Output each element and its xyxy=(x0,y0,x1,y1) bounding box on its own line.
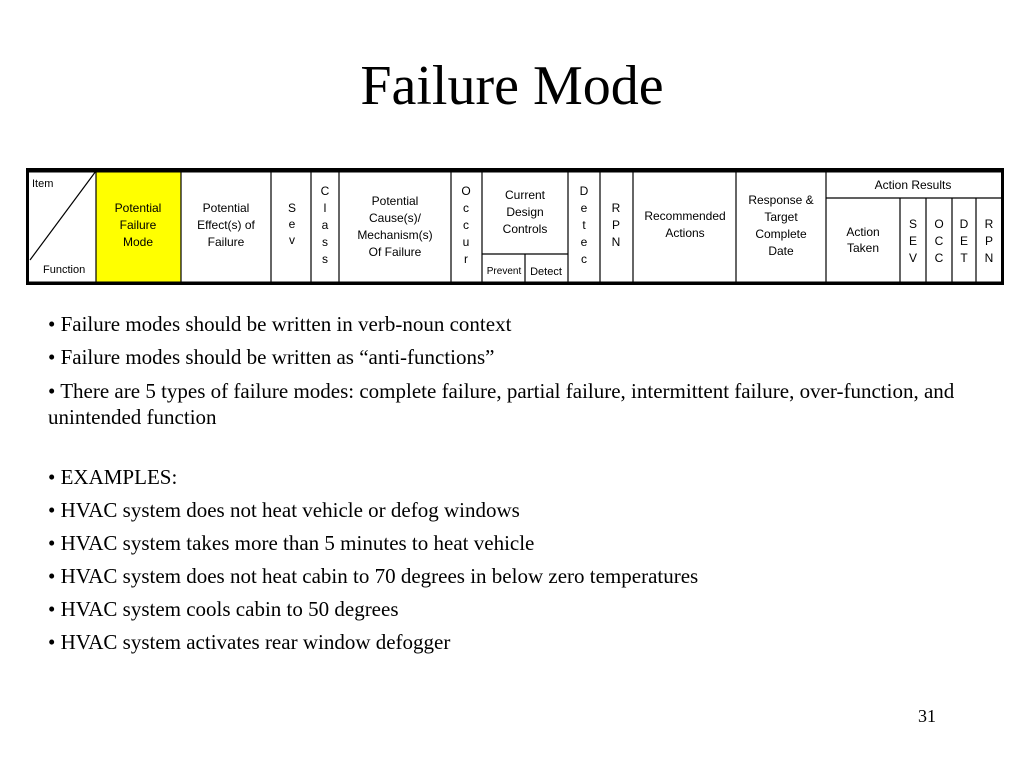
result-sev-header: S xyxy=(909,217,917,231)
function-label: Function xyxy=(43,264,85,276)
potential-effects-header: Failure xyxy=(208,235,245,249)
class-header: C xyxy=(321,184,330,198)
result-sev-header: E xyxy=(909,234,917,248)
slide-title: Failure Mode xyxy=(360,55,664,117)
potential-effects-header: Effect(s) of xyxy=(197,218,255,232)
class-header: a xyxy=(322,218,329,232)
item-label: Item xyxy=(32,178,53,190)
bullet-verb-noun: • Failure modes should be written in ver… xyxy=(48,312,512,336)
class-header: s xyxy=(322,252,328,266)
bullet-example-5: • HVAC system activates rear window defo… xyxy=(48,630,451,654)
detec-header: e xyxy=(581,235,588,249)
response-target-date-header: Complete xyxy=(755,227,807,241)
potential-causes-header: Cause(s)/ xyxy=(369,211,422,225)
action-taken-header: Taken xyxy=(847,241,879,255)
bullet-example-2: • HVAC system takes more than 5 minutes … xyxy=(48,531,535,555)
occur-header: u xyxy=(463,235,470,249)
occur-header: c xyxy=(463,218,469,232)
result-det-header: D xyxy=(960,217,969,231)
bullet-example-1: • HVAC system does not heat vehicle or d… xyxy=(48,498,520,522)
potential-causes-header: Potential xyxy=(372,194,419,208)
current-controls-header: Current xyxy=(505,188,546,202)
prevent-header: Prevent xyxy=(487,266,522,277)
detec-header: D xyxy=(580,184,589,198)
class-header: l xyxy=(324,201,327,215)
response-target-date-header: Response & xyxy=(748,193,813,207)
result-det-header: T xyxy=(960,251,968,265)
current-controls-header: Controls xyxy=(503,222,548,236)
bullet-examples-heading: • EXAMPLES: xyxy=(48,465,178,489)
potential-failure-mode-header: Potential xyxy=(115,201,162,215)
failure-mode-highlight xyxy=(96,171,181,283)
recommended-actions-header: Recommended xyxy=(644,209,725,223)
response-target-date-header: Date xyxy=(768,244,794,258)
result-occ-header: O xyxy=(934,217,943,231)
class-header: s xyxy=(322,235,328,249)
potential-causes-header: Mechanism(s) xyxy=(357,228,432,242)
bullet-anti-functions: • Failure modes should be written as “an… xyxy=(48,345,495,369)
potential-failure-mode-header: Failure xyxy=(120,218,157,232)
bullet-failure-types: • There are 5 types of failure modes: co… xyxy=(48,379,955,429)
potential-failure-mode-header: Mode xyxy=(123,235,153,249)
result-rpn-header: P xyxy=(985,234,993,248)
page-number: 31 xyxy=(918,706,936,726)
potential-effects-header: Potential xyxy=(203,201,250,215)
result-rpn-header: R xyxy=(985,217,994,231)
result-sev-header: V xyxy=(909,251,917,265)
occur-header: c xyxy=(463,201,469,215)
sev-header: e xyxy=(289,217,296,231)
action-taken-header: Action xyxy=(846,225,879,239)
occur-header: r xyxy=(464,252,468,266)
bullet-example-3: • HVAC system does not heat cabin to 70 … xyxy=(48,564,699,588)
current-controls-header: Design xyxy=(506,205,543,219)
result-occ-header: C xyxy=(935,251,944,265)
detec-header: c xyxy=(581,252,587,266)
detect-header: Detect xyxy=(530,266,562,278)
result-rpn-header: N xyxy=(985,251,994,265)
action-results-header: Action Results xyxy=(875,178,952,192)
bullet-list: • Failure modes should be written in ver… xyxy=(48,308,988,659)
result-occ-header: C xyxy=(935,234,944,248)
detec-header: t xyxy=(582,218,586,232)
rpn-header: R xyxy=(612,201,621,215)
response-target-date-header: Target xyxy=(764,210,798,224)
rpn-header: P xyxy=(612,218,620,232)
potential-causes-header: Of Failure xyxy=(369,245,422,259)
sev-header: v xyxy=(289,233,295,247)
occur-header: O xyxy=(461,184,470,198)
recommended-actions-header: Actions xyxy=(665,226,704,240)
column-dividers xyxy=(29,170,1002,283)
rpn-header: N xyxy=(612,235,621,249)
bullet-example-4: • HVAC system cools cabin to 50 degrees xyxy=(48,597,399,621)
detec-header: e xyxy=(581,201,588,215)
result-det-header: E xyxy=(960,234,968,248)
sev-header: S xyxy=(288,201,296,215)
